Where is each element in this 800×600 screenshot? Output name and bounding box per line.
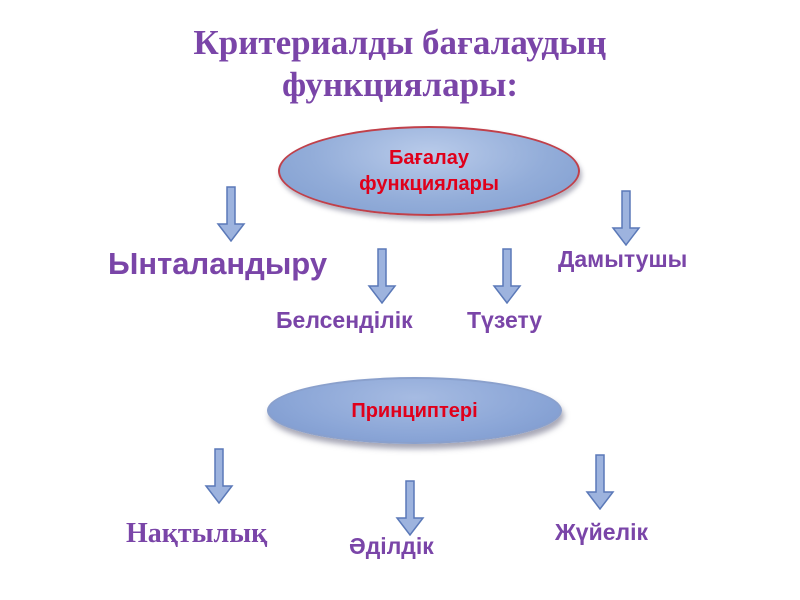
down-arrow-icon	[216, 186, 246, 242]
down-arrow-icon	[367, 248, 397, 304]
down-arrow-icon	[395, 480, 425, 536]
principles-label: Принциптері	[351, 399, 478, 422]
function-yntalandyru: Ынталандыру	[108, 246, 328, 281]
principles-node: Принциптері	[267, 377, 562, 444]
principle-naktylyk: Нақтылық	[126, 518, 268, 549]
down-arrow-icon	[611, 190, 641, 246]
function-damytushy: Дамытушы	[558, 246, 688, 272]
page-title: Критериалды бағалаудың функциялары:	[0, 22, 800, 106]
assessment-functions-label: Бағалау функциялары	[359, 147, 499, 195]
down-arrow-icon	[204, 448, 234, 504]
function-belsendilik: Белсенділік	[276, 307, 413, 333]
function-tuzetu: Түзету	[467, 307, 543, 333]
principle-zhuielik: Жүйелік	[555, 519, 649, 545]
down-arrow-icon	[585, 454, 615, 510]
assessment-functions-node: Бағалау функциялары	[278, 126, 580, 216]
title-line-1: Критериалды бағалаудың	[193, 23, 607, 62]
title-line-2: функциялары:	[281, 65, 519, 104]
down-arrow-icon	[492, 248, 522, 304]
principle-adildik: Әділдік	[349, 533, 434, 559]
